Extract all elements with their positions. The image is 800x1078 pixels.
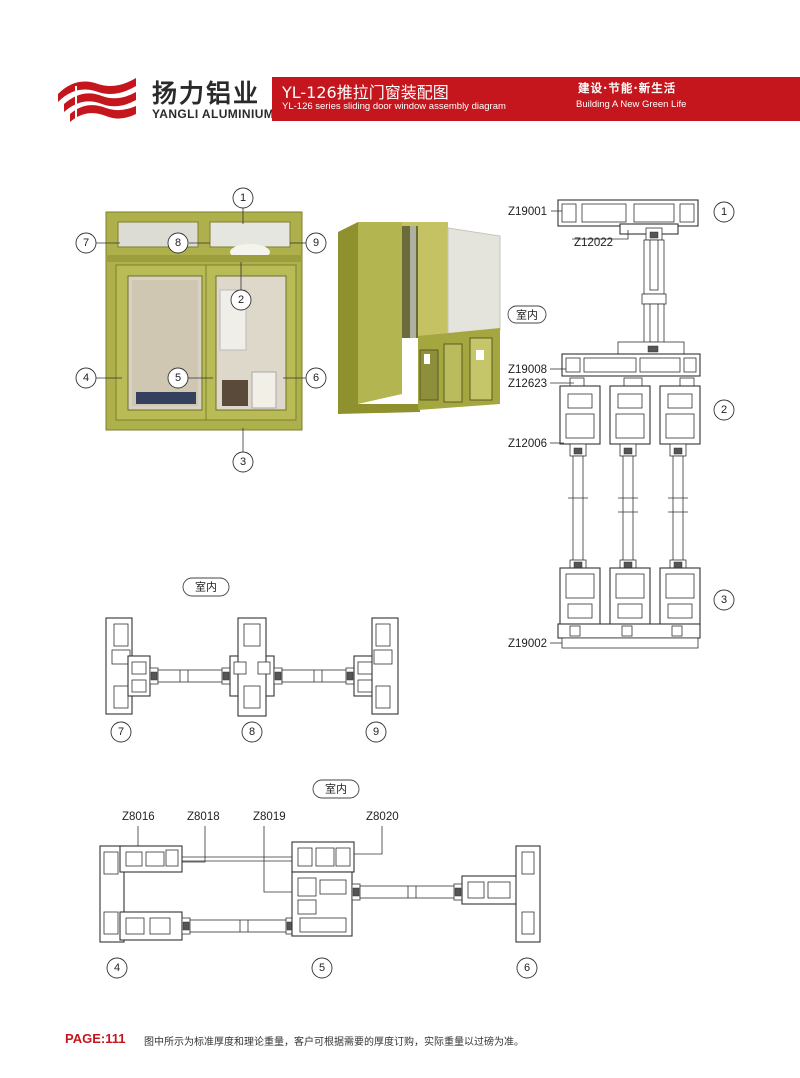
indoor-label-sash: 室内 <box>325 782 347 796</box>
indoor-badge-vertical <box>507 305 547 324</box>
callout-4-label: 4 <box>83 372 89 384</box>
part-z19001: Z19001 <box>508 206 547 218</box>
callout-1 <box>232 187 254 209</box>
sash-callout-4 <box>106 957 128 979</box>
callout-4 <box>75 367 97 389</box>
vertical-callout-1 <box>713 201 735 223</box>
transom-callout-7 <box>110 721 132 743</box>
part-z12006: Z12006 <box>508 438 547 450</box>
transom-callout-8-label: 8 <box>249 726 255 738</box>
page-number: PAGE:111 <box>65 1031 126 1046</box>
indoor-badge-transom <box>182 577 230 597</box>
part-z8019: Z8019 <box>253 811 286 823</box>
page-title-en: YL-126 series sliding door window assemb… <box>282 101 506 112</box>
part-z19002: Z19002 <box>508 638 547 650</box>
vertical-callout-2-label: 2 <box>721 404 727 416</box>
callout-7-label: 7 <box>83 237 89 249</box>
callout-9 <box>305 232 327 254</box>
title-bar <box>272 77 800 121</box>
vertical-callout-3 <box>713 589 735 611</box>
sash-section: 室内 Z8016 Z8018 Z8019 Z8020 <box>99 779 541 979</box>
part-z8018: Z8018 <box>187 811 220 823</box>
transom-section: 室内 <box>105 577 399 743</box>
callout-5 <box>167 367 189 389</box>
slogan-en: Building A New Green Life <box>576 99 687 110</box>
brand-name-cn: 扬力铝业 <box>152 79 261 108</box>
callout-8 <box>167 232 189 254</box>
transom-callout-9 <box>365 721 387 743</box>
vertical-section: Z19001 Z12022 Z19008 Z12623 Z12006 Z1900… <box>507 199 735 650</box>
indoor-label-vertical: 室内 <box>516 308 538 322</box>
sash-callout-5-label: 5 <box>319 962 325 974</box>
part-z12623: Z12623 <box>508 378 547 390</box>
sash-callout-5 <box>311 957 333 979</box>
transom-callout-7-label: 7 <box>118 726 124 738</box>
indoor-badge-sash <box>312 779 360 799</box>
callout-7 <box>75 232 97 254</box>
vertical-callout-3-label: 3 <box>721 594 727 606</box>
callout-2-label: 2 <box>238 294 244 306</box>
brand-logo-icon <box>56 72 138 128</box>
callout-6 <box>305 367 327 389</box>
transom-callout-8 <box>241 721 263 743</box>
corner-section-3d <box>338 222 501 414</box>
brand-name-en: YANGLI ALUMINIUM <box>152 107 275 121</box>
callout-3-label: 3 <box>240 456 246 468</box>
callout-1-label: 1 <box>240 192 246 204</box>
sash-callout-6-label: 6 <box>524 962 530 974</box>
part-z8016: Z8016 <box>122 811 155 823</box>
callout-8-label: 8 <box>175 237 181 249</box>
callout-3 <box>232 451 254 473</box>
part-z12022: Z12022 <box>574 237 613 249</box>
callout-9-label: 9 <box>313 237 319 249</box>
vertical-callout-2 <box>713 399 735 421</box>
indoor-label-transom: 室内 <box>195 580 217 594</box>
window-elevation: 1 2 3 4 5 6 7 8 9 <box>75 187 327 473</box>
sash-callout-4-label: 4 <box>114 962 120 974</box>
transom-callout-9-label: 9 <box>373 726 379 738</box>
vertical-callout-1-label: 1 <box>721 206 727 218</box>
callout-2 <box>230 289 252 311</box>
callout-5-label: 5 <box>175 372 181 384</box>
sash-callout-6 <box>516 957 538 979</box>
slogan-cn: 建设·节能·新生活 <box>578 81 677 95</box>
part-z8020: Z8020 <box>366 811 399 823</box>
callout-6-label: 6 <box>313 372 319 384</box>
footer-note: 图中所示为标准厚度和理论重量，客户可根据需要的厚度订购，实际重量以过磅为准。 <box>144 1037 524 1048</box>
page-title-cn: YL-126推拉门窗装配图 <box>282 83 449 102</box>
part-z19008: Z19008 <box>508 364 547 376</box>
